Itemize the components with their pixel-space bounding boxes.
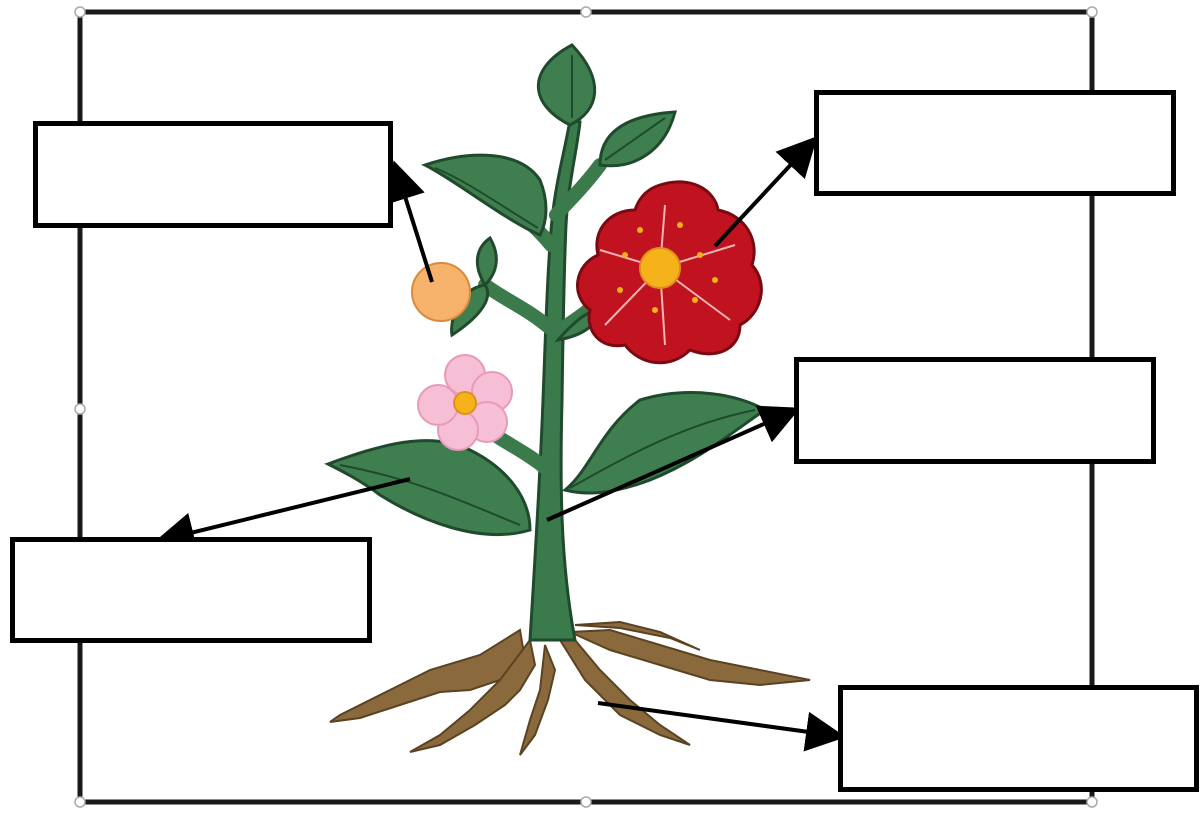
red-flower [578,182,762,363]
pink-flower [418,355,512,450]
root-label-box[interactable] [838,685,1199,792]
flower-label-box[interactable] [814,90,1176,196]
plant-roots [330,622,810,755]
arrow-flower [715,142,812,246]
leaf-lower-right [565,393,765,493]
leaf-top [538,45,594,125]
leaf-lower-left [328,441,530,535]
arrow-leaf [162,479,410,540]
fruit [412,263,470,321]
leaf-small-bud [477,238,496,285]
arrow-fruit [396,168,432,282]
red-flower-center [640,248,680,288]
fruit-label-box[interactable] [33,121,393,228]
leaf-label-box[interactable] [10,537,372,643]
stem-label-box[interactable] [794,357,1156,464]
